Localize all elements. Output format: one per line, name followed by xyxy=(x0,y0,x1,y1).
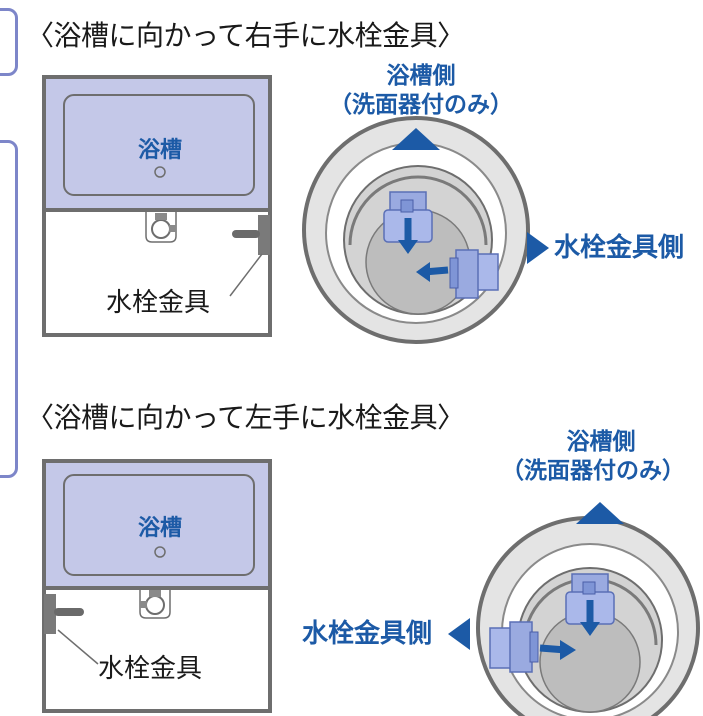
tub-drain xyxy=(154,166,166,178)
faucet-side-label: 水栓金具側 xyxy=(302,619,433,649)
tub-label: 浴槽 xyxy=(138,138,183,163)
faucet-side-label: 水栓金具側 xyxy=(554,233,685,263)
tub-drain xyxy=(154,546,166,558)
faucet-leader-line xyxy=(57,629,99,665)
tub-basin xyxy=(63,94,255,196)
tub-label: 浴槽 xyxy=(138,516,183,541)
tub-basin xyxy=(63,474,255,576)
faucet-side-arrow xyxy=(448,618,470,650)
faucet-label: 水栓金具 xyxy=(98,654,203,684)
tub-side-label: 浴槽側 xyxy=(566,429,636,455)
drain-unit-right xyxy=(302,116,530,344)
drain-fitting xyxy=(139,590,171,619)
drain-unit-left xyxy=(476,516,700,716)
faucet-label: 水栓金具 xyxy=(106,288,211,318)
faucet-side-arrow xyxy=(527,232,549,264)
side-tab-middle xyxy=(0,140,18,478)
tub-side-note: （洗面器付のみ） xyxy=(329,92,513,118)
tub-side-note: （洗面器付のみ） xyxy=(501,458,685,484)
faucet-fixture xyxy=(44,594,56,634)
bathroom-plan-left-faucet xyxy=(42,459,272,713)
section-1-heading: 〈浴槽に向かって右手に水栓金具〉 xyxy=(26,19,465,52)
tub-side-label: 浴槽側 xyxy=(386,63,456,89)
drain-fitting xyxy=(145,212,177,243)
section-2-heading: 〈浴槽に向かって左手に水栓金具〉 xyxy=(26,401,465,434)
tub-side-arrow xyxy=(392,128,440,150)
faucet-fixture xyxy=(258,215,270,255)
faucet-leader-line xyxy=(229,253,263,297)
side-tab-top xyxy=(0,8,18,76)
tub-side-arrow xyxy=(576,502,624,524)
bathroom-plan-right-faucet xyxy=(42,75,272,337)
